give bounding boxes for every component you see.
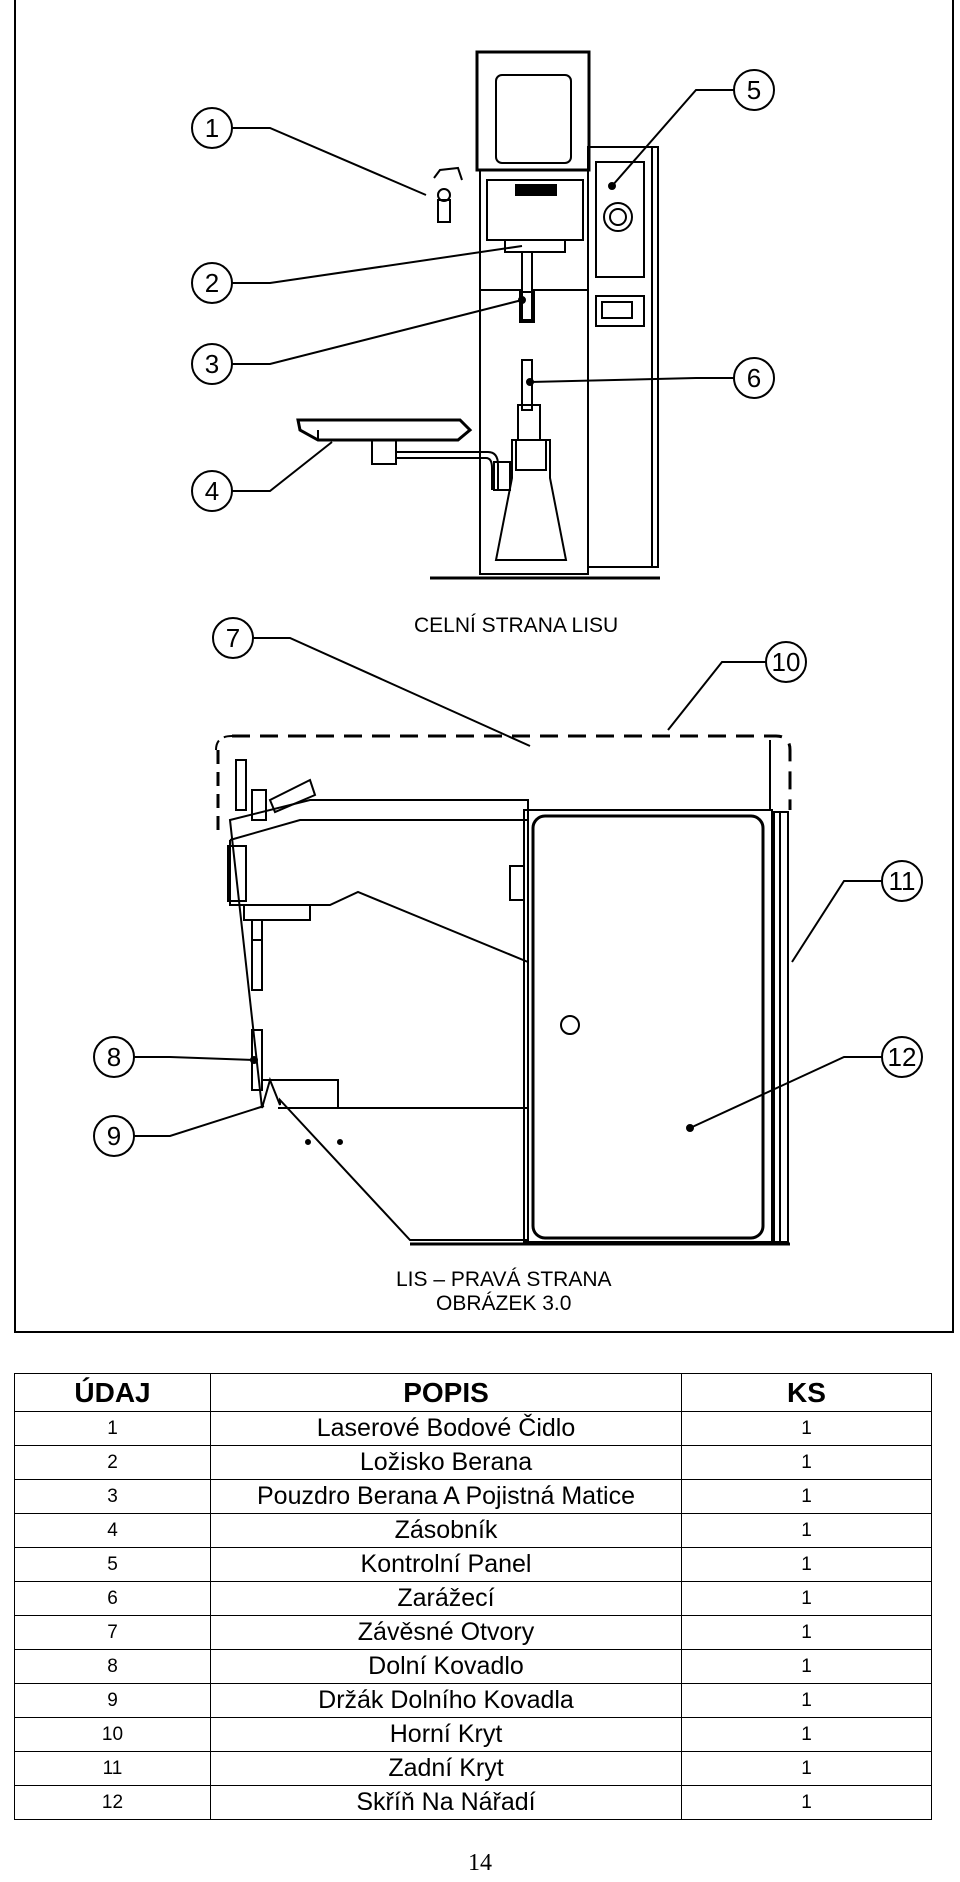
table-header-row: ÚDAJ POPIS KS [14, 1373, 932, 1412]
cell-no: 12 [14, 1785, 211, 1820]
right-view-drawing [215, 734, 792, 1246]
cell-desc: Pouzdro Berana A Pojistná Matice [210, 1479, 682, 1514]
front-view-caption: CELNÍ STRANA LISU [414, 614, 619, 637]
cell-qty: 1 [681, 1683, 932, 1718]
cell-no: 9 [14, 1683, 211, 1718]
cell-no: 8 [14, 1649, 211, 1684]
cell-qty: 1 [681, 1717, 932, 1752]
cell-no: 4 [14, 1513, 211, 1548]
cell-qty: 1 [681, 1751, 932, 1786]
callout-2: 2 [205, 268, 219, 298]
cell-no: 7 [14, 1615, 211, 1650]
cell-desc: Horní Kryt [210, 1717, 682, 1752]
cell-no: 2 [14, 1445, 211, 1480]
cell-qty: 1 [681, 1581, 932, 1616]
cell-desc: Ložisko Berana [210, 1445, 682, 1480]
figure-frame [14, 0, 954, 1333]
callout-7: 7 [226, 623, 240, 653]
cell-qty: 1 [681, 1615, 932, 1650]
front-view-drawing [296, 50, 660, 580]
cell-qty: 1 [681, 1513, 932, 1548]
header-no: ÚDAJ [14, 1373, 211, 1412]
cell-no: 5 [14, 1547, 211, 1582]
callout-3: 3 [205, 349, 219, 379]
cell-no: 11 [14, 1751, 211, 1786]
callout-9: 9 [107, 1121, 121, 1151]
callout-12: 12 [888, 1042, 917, 1072]
cell-desc: Laserové Bodové Čidlo [210, 1411, 682, 1446]
cell-qty: 1 [681, 1649, 932, 1684]
figure-number-caption: OBRÁZEK 3.0 [436, 1292, 572, 1315]
cell-desc: Kontrolní Panel [210, 1547, 682, 1582]
cell-no: 1 [14, 1411, 211, 1446]
header-desc: POPIS [210, 1373, 682, 1412]
callout-1: 1 [205, 113, 219, 143]
page-number: 14 [468, 1850, 492, 1876]
cell-desc: Závěsné Otvory [210, 1615, 682, 1650]
callout-10: 10 [772, 647, 801, 677]
cell-desc: Dolní Kovadlo [210, 1649, 682, 1684]
cell-qty: 1 [681, 1411, 932, 1446]
right-view-caption-line1: LIS – PRAVÁ STRANA [396, 1268, 612, 1291]
press-drawing: 1 2 3 4 5 6 7 10 11 8 9 12 [93, 50, 923, 1246]
cell-qty: 1 [681, 1547, 932, 1582]
cell-no: 6 [14, 1581, 211, 1616]
callout-6: 6 [747, 363, 761, 393]
callout-5: 5 [747, 75, 761, 105]
cell-desc: Zadní Kryt [210, 1751, 682, 1786]
callout-11: 11 [889, 866, 916, 896]
cell-desc: Zarážecí [210, 1581, 682, 1616]
cell-desc: Skříň Na Nářadí [210, 1785, 682, 1820]
cell-qty: 1 [681, 1445, 932, 1480]
header-qty: KS [681, 1373, 932, 1412]
callouts [93, 69, 923, 1157]
cell-desc: Zásobník [210, 1513, 682, 1548]
cell-desc: Držák Dolního Kovadla [210, 1683, 682, 1718]
right-view-caption: LIS – PRAVÁ STRANA OBRÁZEK 3.0 [396, 1268, 696, 1316]
callout-4: 4 [205, 476, 219, 506]
cell-no: 10 [14, 1717, 211, 1752]
cell-no: 3 [14, 1479, 211, 1514]
callout-8: 8 [107, 1042, 121, 1072]
cell-qty: 1 [681, 1785, 932, 1820]
cell-qty: 1 [681, 1479, 932, 1514]
